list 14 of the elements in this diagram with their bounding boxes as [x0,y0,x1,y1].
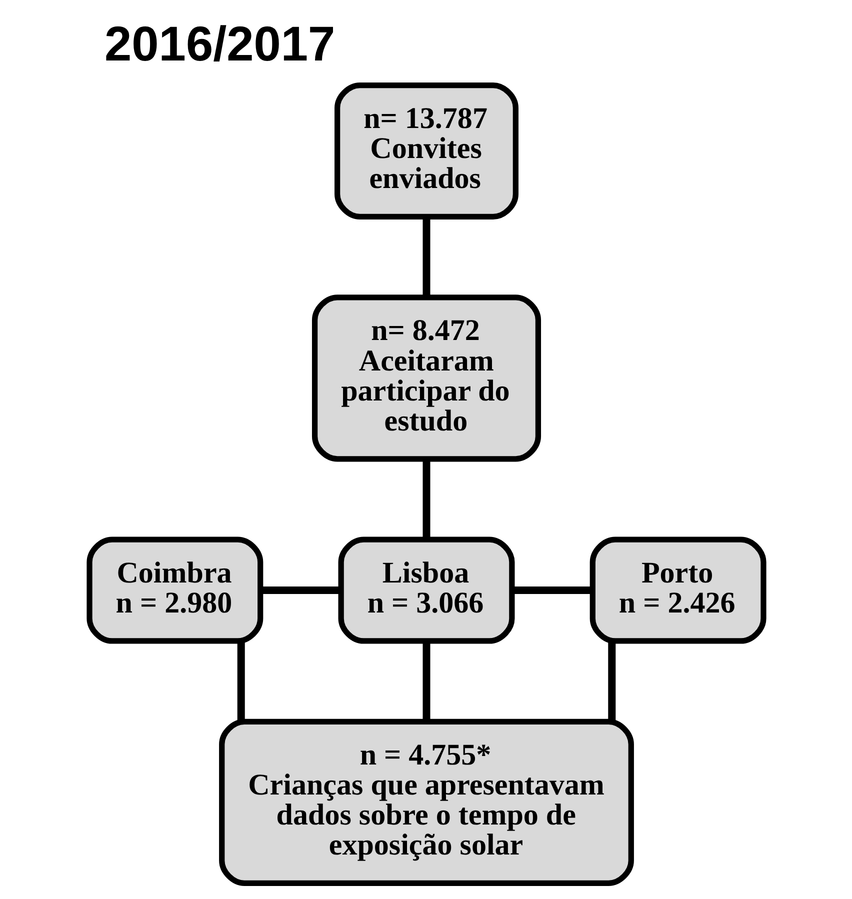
connector [260,586,341,594]
connector [608,641,616,722]
connector [236,641,244,722]
node-box: n = 4.755* Crianças que apresentavam dados sobre o tempo de exposição solar [218,718,634,886]
connector [512,586,592,594]
node-box: Porto n = 2.426 [589,536,766,644]
diagram-title: 2016/2017 [104,18,335,72]
connector [422,217,430,297]
node-box: n= 8.472 Aceitaram participar do estudo [311,294,541,462]
node-box: Coimbra n = 2.980 [86,536,263,644]
node-box: Lisboa n = 3.066 [338,536,514,644]
node-box: n= 13.787 Convites enviados [334,82,518,220]
connector [422,641,430,722]
connector [422,458,430,540]
